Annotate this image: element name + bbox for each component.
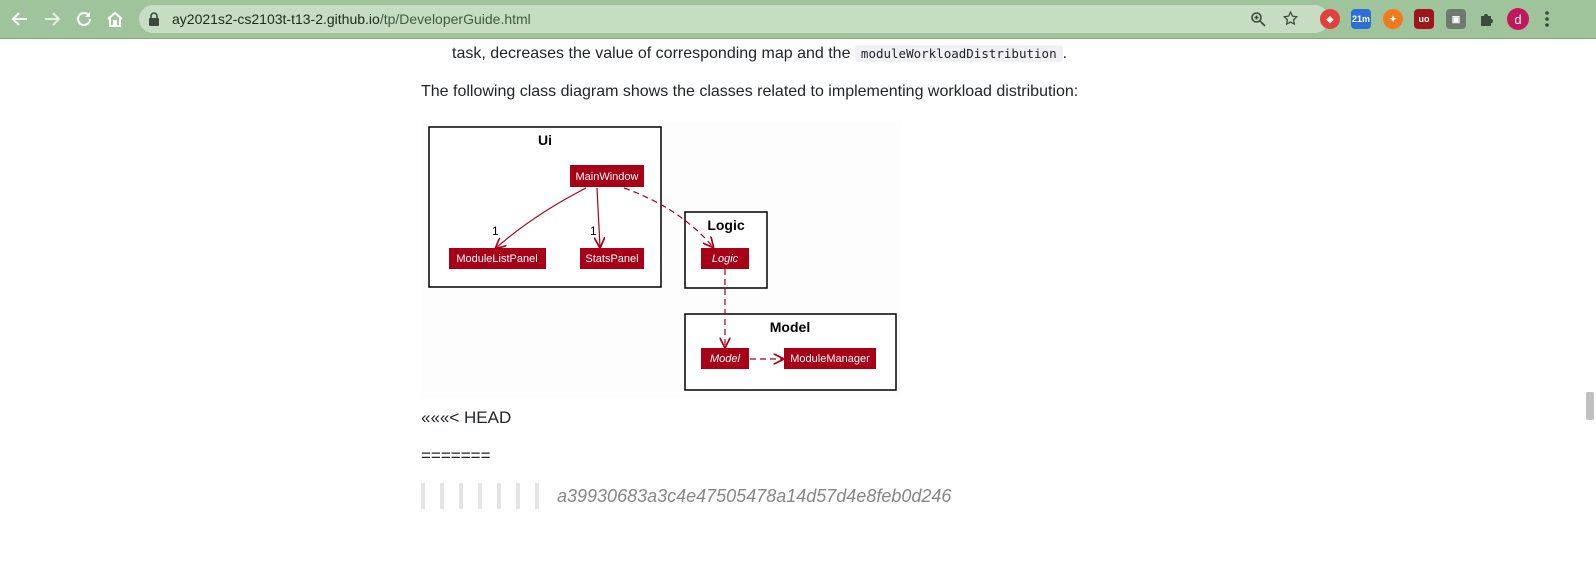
assoc-mainwindow-modulelistpanel (496, 187, 587, 248)
blockquote-bar (459, 483, 463, 509)
svg-text:Model: Model (710, 353, 741, 365)
merge-conflict-head: «««< HEAD (421, 408, 512, 427)
reload-icon (77, 11, 91, 26)
blockquote-bar (478, 483, 482, 509)
inline-code: moduleWorkloadDistribution (854, 45, 1063, 62)
merge-conflict-hash-line: a39930683a3c4e47505478a14d57d4e8feb0d246 (421, 483, 951, 509)
class-statspanel: StatsPanel (580, 248, 644, 269)
package-ui-label: Ui (538, 132, 552, 148)
blockquote-bar (516, 483, 520, 509)
profile-avatar[interactable]: d (1507, 8, 1529, 30)
address-bar[interactable] (139, 5, 1329, 33)
svg-text:MainWindow: MainWindow (576, 171, 639, 183)
scrollbar-thumb[interactable] (1586, 392, 1594, 420)
svg-text:Logic: Logic (712, 253, 739, 265)
forward-button[interactable] (40, 7, 64, 31)
svg-text:ModuleListPanel: ModuleListPanel (456, 253, 537, 265)
class-modulelistpanel: ModuleListPanel (449, 248, 546, 269)
reload-button[interactable] (72, 7, 96, 31)
zoom-icon[interactable] (1250, 11, 1266, 27)
back-arrow-icon (11, 12, 27, 26)
blockquote-bar (497, 483, 501, 509)
forward-arrow-icon (45, 12, 61, 26)
timer-extension-icon[interactable]: 21m (1351, 9, 1371, 29)
home-icon (107, 11, 123, 27)
ublock-extension-icon[interactable]: uo (1414, 9, 1434, 29)
merge-conflict-hash: a39930683a3c4e47505478a14d57d4e8feb0d246 (557, 485, 952, 506)
square-extension-icon[interactable]: ▣ (1446, 9, 1466, 29)
dep-mainwindow-logic (623, 187, 713, 247)
assoc-mainwindow-statspanel (597, 187, 600, 247)
fire-extension-icon[interactable]: ✦ (1383, 9, 1403, 29)
menu-kebab-icon[interactable] (1544, 10, 1550, 28)
class-model: Model (701, 348, 749, 369)
blockquote-bar (535, 483, 539, 509)
page-content: task, decreases the value of correspondi… (0, 39, 1584, 585)
class-modulemanager: ModuleManager (784, 348, 876, 369)
browser-toolbar: ay2021s2-cs2103t-t13-2.github.io/tp/Deve… (0, 0, 1596, 39)
multiplicity-modulelistpanel: 1 (492, 224, 499, 238)
lock-icon (149, 12, 159, 26)
blockquote-bar (440, 483, 444, 509)
shield-extension-icon[interactable]: ◈ (1320, 9, 1340, 29)
package-model-label: Model (770, 319, 810, 335)
back-button[interactable] (8, 7, 32, 31)
bookmark-star-icon[interactable] (1282, 10, 1299, 27)
url-text[interactable]: ay2021s2-cs2103t-t13-2.github.io/tp/Deve… (172, 11, 531, 27)
list-item-tail: task, decreases the value of correspondi… (452, 45, 1068, 62)
puzzle-extensions-icon[interactable] (1478, 10, 1496, 28)
package-logic-label: Logic (707, 217, 745, 233)
merge-conflict-separator: ======= (421, 446, 491, 465)
blockquote-bar (421, 483, 425, 509)
multiplicity-statspanel: 1 (590, 224, 597, 238)
class-logic: Logic (701, 248, 749, 269)
home-button[interactable] (103, 7, 127, 31)
class-diagram: Ui Logic Model MainWindow ModuleListPane… (421, 121, 901, 397)
svg-text:ModuleManager: ModuleManager (790, 353, 870, 365)
svg-text:StatsPanel: StatsPanel (585, 253, 638, 265)
diagram-intro-paragraph: The following class diagram shows the cl… (421, 83, 1079, 100)
class-mainwindow: MainWindow (570, 165, 644, 187)
timer-badge: 21m (1351, 14, 1370, 24)
